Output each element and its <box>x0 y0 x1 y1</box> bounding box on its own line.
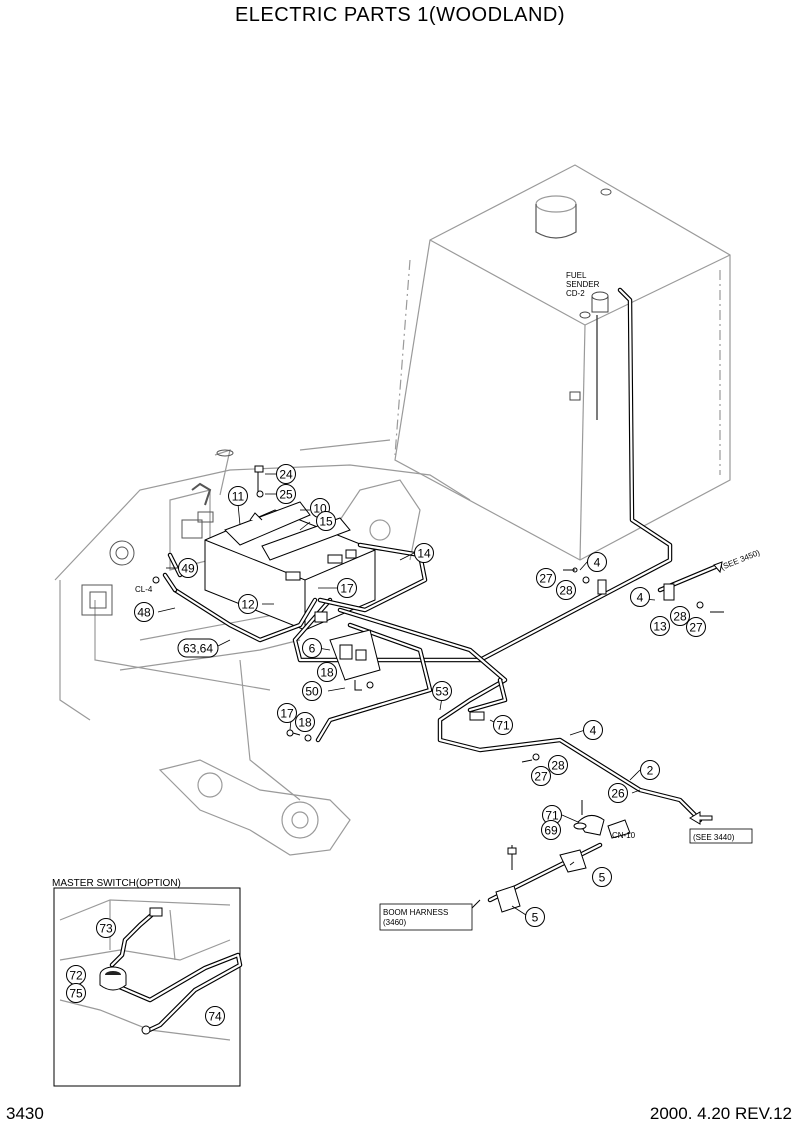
callout-c49: 49 <box>178 558 198 578</box>
callout-number: 74 <box>208 1010 222 1024</box>
callout-number: 27 <box>689 621 703 635</box>
callout-c24: 24 <box>276 464 296 484</box>
callout-number: 49 <box>181 562 195 576</box>
callout-c27a: 27 <box>536 568 556 588</box>
callout-c71a: 71 <box>493 715 513 735</box>
callout-number: 4 <box>594 556 601 570</box>
callout-number: 17 <box>280 707 294 721</box>
callout-number: 26 <box>611 787 625 801</box>
see-3440-arrow <box>689 811 713 825</box>
callout-number: 28 <box>673 610 687 624</box>
callout-number: 18 <box>298 716 312 730</box>
callout-c15: 15 <box>316 511 336 531</box>
callout-c26: 26 <box>608 783 628 803</box>
callout-c4a: 4 <box>587 552 607 572</box>
callout-number: 6 <box>309 642 316 656</box>
callout-number: 63,64 <box>183 642 213 656</box>
see-3440-reference: (SEE 3440) <box>693 833 735 842</box>
callout-number: 17 <box>340 582 354 596</box>
callout-number: 2 <box>647 764 654 778</box>
callout-c25: 25 <box>276 484 296 504</box>
callout-c17b: 17 <box>277 703 297 723</box>
callout-c53: 53 <box>432 681 452 701</box>
callout-c72: 72 <box>66 965 86 985</box>
callout-c14: 14 <box>414 543 434 563</box>
callout-number: 12 <box>241 598 255 612</box>
callout-number: 13 <box>653 620 667 634</box>
callout-c18b: 18 <box>295 712 315 732</box>
callout-c4b: 4 <box>630 587 650 607</box>
callout-number: 72 <box>69 969 83 983</box>
fuel-sender-label-line1: FUEL <box>566 271 587 280</box>
callout-number: 28 <box>559 584 573 598</box>
cn10-label: CN-10 <box>612 831 636 840</box>
callout-c11: 11 <box>228 486 248 506</box>
wiring-harness <box>162 287 724 913</box>
callout-number: 11 <box>232 490 245 504</box>
callout-c50: 50 <box>302 681 322 701</box>
callout-c6: 6 <box>302 638 322 658</box>
fuel-sender-label-line2: SENDER <box>566 280 600 289</box>
callout-number: 25 <box>279 488 293 502</box>
callout-number: 71 <box>496 719 510 733</box>
callout-c28b: 28 <box>670 606 690 626</box>
machine-frame-outline <box>54 164 731 856</box>
callout-number: 14 <box>417 547 431 561</box>
callout-c28c: 28 <box>548 755 568 775</box>
callout-c12: 12 <box>238 594 258 614</box>
callout-c5a: 5 <box>592 867 612 887</box>
callout-number: 73 <box>99 922 113 936</box>
callout-c71b: 71 <box>542 805 562 825</box>
fuel-sender-label-line3: CD-2 <box>566 289 585 298</box>
callout-number: 28 <box>551 759 565 773</box>
callout-c28a: 28 <box>556 580 576 600</box>
callout-number: 75 <box>69 987 83 1001</box>
callout-c73: 73 <box>96 918 116 938</box>
master-switch-inset <box>53 887 243 1087</box>
cl4-connector <box>152 576 160 584</box>
callout-number: 4 <box>590 724 597 738</box>
callout-c4c: 4 <box>583 720 603 740</box>
callout-c17a: 17 <box>337 578 357 598</box>
revision-date: 2000. 4.20 REV.12 <box>649 1104 792 1123</box>
callout-number: 18 <box>320 666 334 680</box>
callout-c13: 13 <box>650 616 670 636</box>
boom-harness-ref: (3460) <box>383 918 406 927</box>
callout-c69: 69 <box>541 820 561 840</box>
callout-number: 27 <box>539 572 553 586</box>
callout-number: 53 <box>435 685 449 699</box>
callout-c5b: 5 <box>525 907 545 927</box>
page-title: ELECTRIC PARTS 1(WOODLAND) <box>234 4 566 26</box>
callout-c27c: 27 <box>531 766 551 786</box>
callout-c75: 75 <box>66 983 86 1003</box>
callout-c2: 2 <box>640 760 660 780</box>
cl4-label: CL-4 <box>135 585 153 594</box>
callout-c27b: 27 <box>686 617 706 637</box>
callout-c18a: 18 <box>317 662 337 682</box>
callout-number: 48 <box>137 606 151 620</box>
master-switch-title: MASTER SWITCH(OPTION) <box>52 878 181 889</box>
callout-c48: 48 <box>134 602 154 622</box>
page-number: 3430 <box>6 1104 44 1123</box>
see-3450-reference: (SEE 3450) <box>719 548 761 572</box>
callout-number: 71 <box>545 809 559 823</box>
callout-number: 27 <box>534 770 548 784</box>
callout-c6364: 63,64 <box>177 638 219 658</box>
callout-number: 4 <box>637 591 644 605</box>
callout-number: 5 <box>599 871 606 885</box>
callout-c74: 74 <box>205 1006 225 1026</box>
callout-number: 15 <box>319 515 333 529</box>
callout-number: 50 <box>305 685 319 699</box>
boom-harness-label: BOOM HARNESS <box>383 908 448 917</box>
callout-number: 5 <box>532 911 539 925</box>
callout-number: 24 <box>279 468 293 482</box>
callout-number: 69 <box>544 824 558 838</box>
